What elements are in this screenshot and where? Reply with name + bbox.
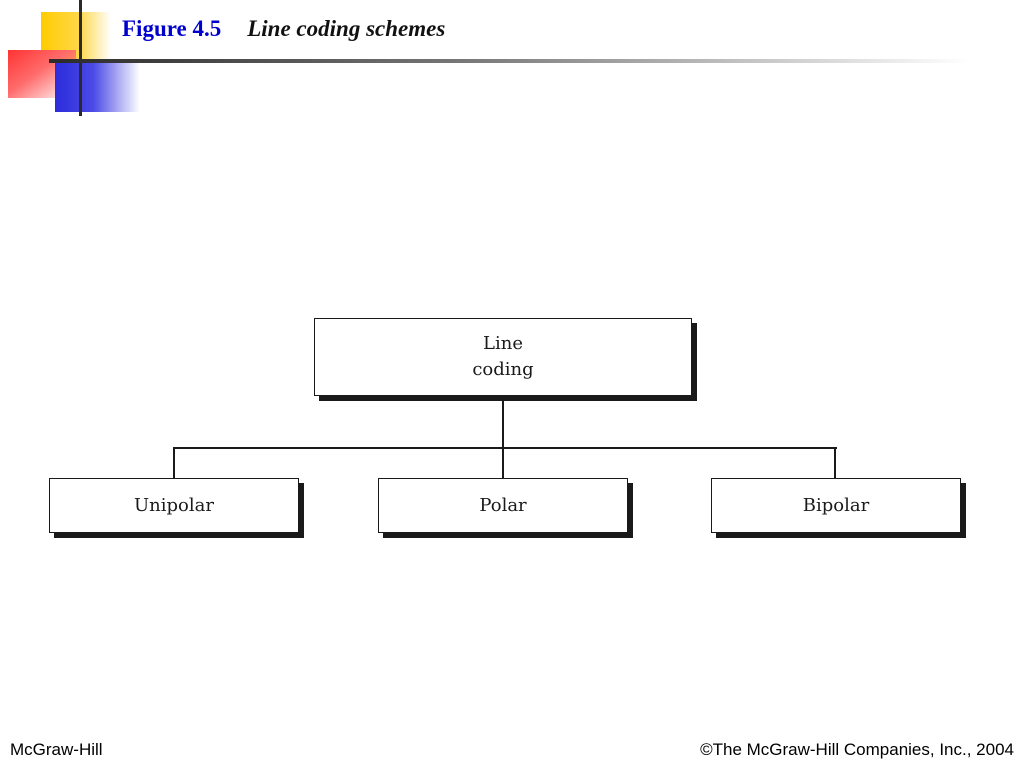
connector-root-stem [502, 396, 504, 448]
node-unipolar-label: Unipolar [134, 494, 214, 516]
node-line-coding: Line coding [314, 318, 692, 396]
node-line-coding-line1: Line [483, 333, 523, 354]
connector-unipolar [173, 447, 175, 479]
logo-vertical-line [79, 0, 82, 116]
node-bipolar-label: Bipolar [802, 494, 870, 516]
node-bipolar: Bipolar [711, 478, 961, 533]
connector-polar [502, 447, 504, 479]
slide-title: Figure 4.5 Line coding schemes [122, 16, 445, 42]
footer-copyright: ©The McGraw-Hill Companies, Inc., 2004 [700, 740, 1014, 759]
node-line-coding-line2: coding [472, 359, 534, 380]
connector-bipolar [834, 447, 836, 479]
header-rule [49, 59, 969, 63]
node-polar-label: Polar [479, 494, 527, 516]
figure-caption: Line coding schemes [247, 16, 446, 41]
node-unipolar: Unipolar [49, 478, 299, 533]
footer-publisher: McGraw-Hill [10, 740, 103, 759]
figure-number: Figure 4.5 [122, 16, 222, 41]
logo-blue-block [55, 60, 140, 112]
node-polar: Polar [378, 478, 628, 533]
connector-horizontal-bus [173, 447, 837, 449]
